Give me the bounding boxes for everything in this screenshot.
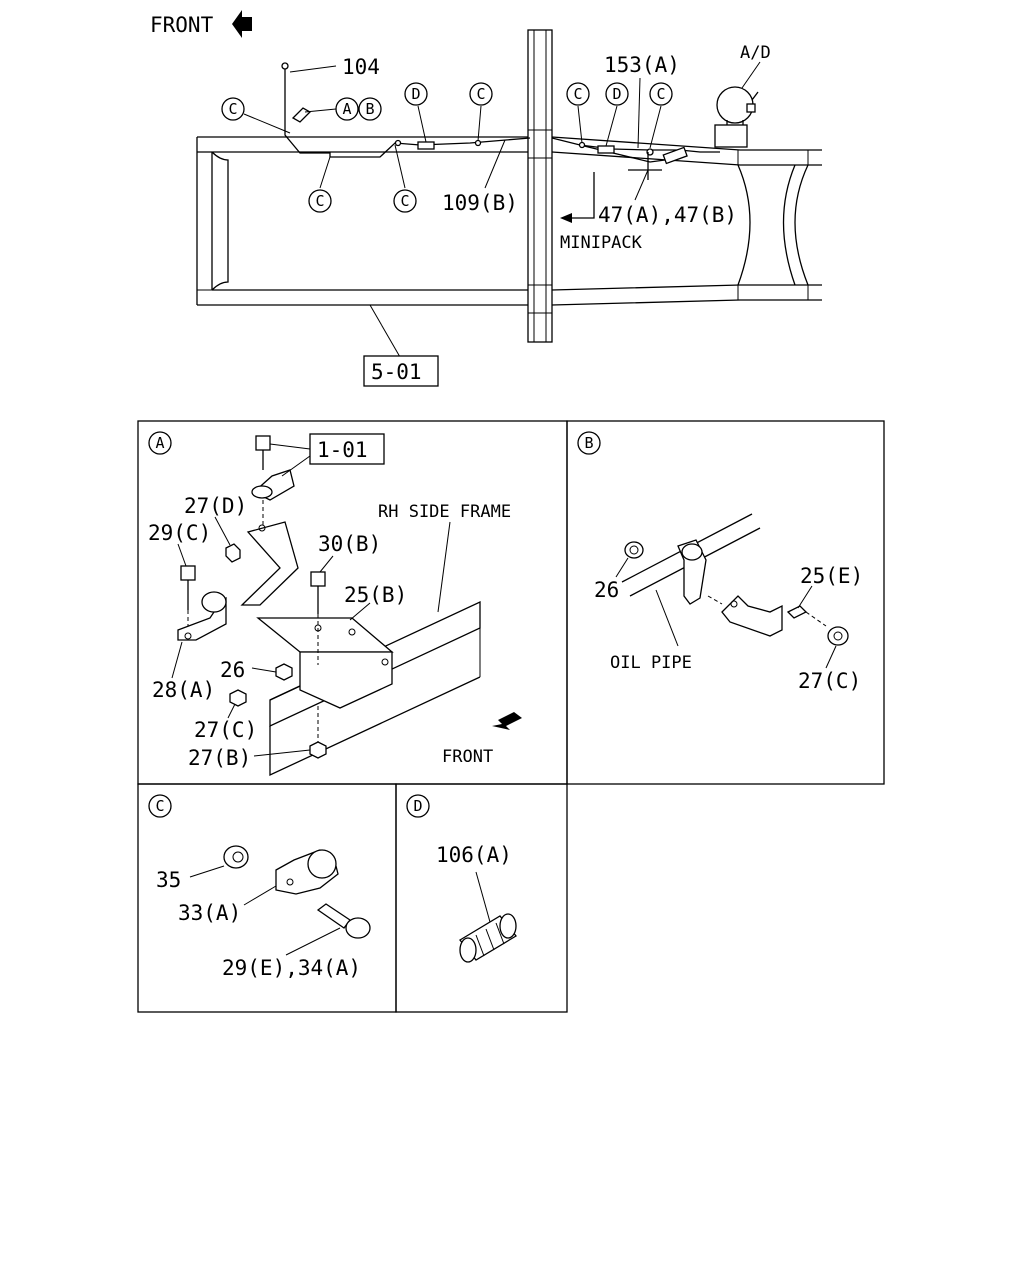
top-leaders (243, 61, 761, 358)
top-view: FRONT (150, 10, 822, 387)
svg-text:C: C (573, 85, 582, 103)
part-26-label-b: 26 (594, 578, 619, 602)
svg-text:B: B (365, 100, 374, 118)
part-29e34a-label: 29(E),34(A) (222, 956, 361, 980)
ref-501-label: 5-01 (371, 360, 422, 384)
callout-d-1: D (404, 82, 428, 106)
rh-side-frame (269, 600, 481, 777)
ref-501-box (363, 355, 439, 387)
detail-a-tag: A (155, 434, 164, 452)
callout-d-2: D (605, 82, 629, 106)
nut-26-a (275, 663, 293, 681)
bolt-29e (316, 903, 351, 929)
detail-a-leaders (171, 443, 451, 757)
part-33a-label: 33(A) (178, 901, 241, 925)
svg-text:C: C (400, 192, 409, 210)
nut-27c-b (827, 626, 849, 646)
nut-27b (309, 741, 327, 759)
part-25b-label: 25(B) (344, 583, 407, 607)
callout-c-2: C (469, 82, 493, 106)
detail-b-leaders (615, 557, 837, 669)
svg-text:D: D (612, 85, 621, 103)
svg-text:C: C (228, 100, 237, 118)
front-label-a: FRONT (442, 747, 493, 767)
front-arrow-a-icon (492, 712, 522, 730)
part-109b-label: 109(B) (442, 191, 518, 215)
svg-text:C: C (656, 85, 665, 103)
detail-c-leaders (189, 865, 341, 956)
detail-a-panel: A (137, 420, 568, 785)
callout-c-3: C (566, 82, 590, 106)
oil-pipe-run (281, 62, 759, 223)
part-153a-label: 153(A) (604, 53, 680, 77)
part-104-label: 104 (342, 55, 380, 79)
part-27b-label: 27(B) (188, 746, 251, 770)
part-27c-label-a: 27(C) (194, 718, 257, 742)
detail-c-tag: C (155, 797, 164, 815)
front-label: FRONT (150, 13, 214, 37)
part-28a-label: 28(A) (152, 678, 215, 702)
callout-c-5: C (308, 189, 332, 213)
part-47-label: 47(A),47(B) (598, 203, 737, 227)
nut-27d (225, 543, 241, 563)
part-106a-label: 106(A) (436, 843, 512, 867)
callout-c-6: C (393, 189, 417, 213)
callout-b-top: B (358, 97, 382, 121)
callout-c-1: C (221, 97, 245, 121)
minipack-label: MINIPACK (560, 233, 643, 253)
svg-text:C: C (476, 85, 485, 103)
rh-side-frame-label: RH SIDE FRAME (378, 502, 511, 522)
nut-26-b (624, 541, 644, 559)
svg-text:C: C (315, 192, 324, 210)
detail-d-panel: D 106(A) (395, 783, 568, 1013)
callout-a-top: A (335, 97, 359, 121)
oil-pipe-label: OIL PIPE (610, 653, 692, 673)
detail-c-panel: C 35 33(A) 29(E),34(A) (137, 783, 397, 1013)
part-35-label: 35 (156, 868, 181, 892)
detail-b-panel: B 26 OIL PIPE 25(E) 27(C) (566, 420, 885, 785)
part-29c-label: 29(C) (148, 521, 211, 545)
callout-c-4: C (649, 82, 673, 106)
chassis-frame (196, 29, 822, 343)
ref-101-label: 1-01 (317, 438, 368, 462)
detail-d-tag: D (413, 797, 422, 815)
svg-text:D: D (411, 85, 420, 103)
union-fitting-106a (459, 913, 517, 963)
part-27d-label: 27(D) (184, 494, 247, 518)
front-arrow-icon (232, 10, 252, 38)
nut-27c-a (229, 689, 247, 707)
nut-35 (223, 845, 249, 869)
part-27c-label-b: 27(C) (798, 669, 861, 693)
part-30b-label: 30(B) (318, 532, 381, 556)
ref-101-box (309, 433, 385, 465)
ad-label: A/D (740, 43, 771, 63)
svg-text:A: A (342, 100, 351, 118)
detail-b-tag: B (584, 434, 593, 452)
part-25e-label: 25(E) (800, 564, 863, 588)
part-26-label-a: 26 (220, 658, 245, 682)
